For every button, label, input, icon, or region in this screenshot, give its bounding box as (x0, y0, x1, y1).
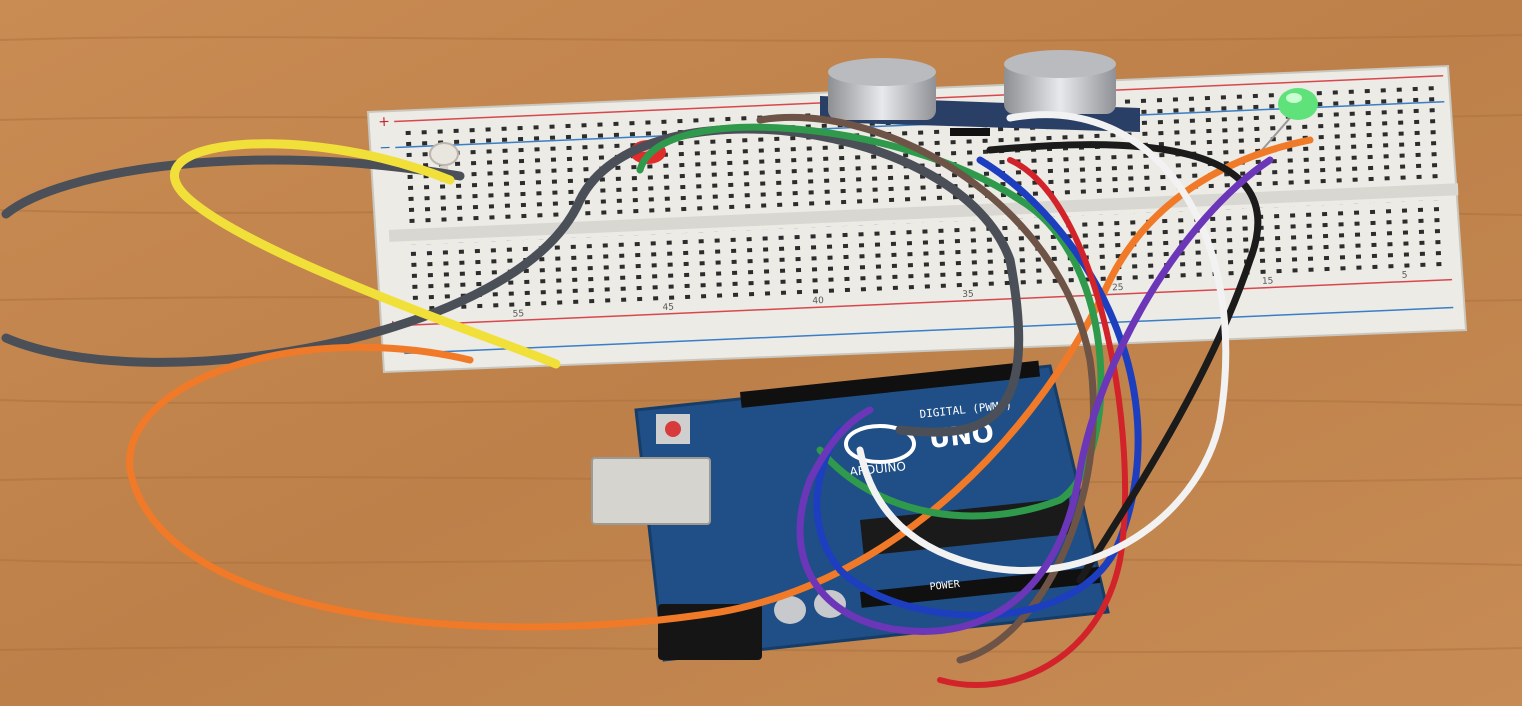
column-number: 55 (512, 309, 524, 319)
rail-minus-top: − (379, 140, 391, 156)
arduino-logo-icon (844, 424, 916, 464)
column-number: 15 (1262, 276, 1274, 286)
digital-header (740, 360, 1041, 408)
breadboard-hole-grid-bottom (401, 199, 1444, 316)
breadboard-center-channel (388, 183, 1459, 242)
usb-port (591, 457, 711, 525)
wire-yellow (170, 139, 561, 369)
column-number: 25 (1112, 283, 1124, 293)
column-number: 5 (1402, 271, 1408, 281)
column-number: 35 (962, 289, 974, 299)
wire-black (986, 141, 1262, 584)
wire-brown (756, 113, 1097, 664)
column-number: 40 (812, 296, 824, 307)
jumper-wires (1, 111, 1314, 688)
rail-plus-top: + (378, 114, 390, 130)
sensor-header-pins (950, 128, 990, 136)
rail-line-red-bottom (403, 278, 1453, 327)
reset-button-cap (665, 421, 681, 437)
sensor-transducer-left (828, 58, 936, 120)
rail-line-blue-bottom (404, 306, 1454, 355)
power-label: POWER (929, 579, 961, 593)
wire-white (856, 111, 1230, 574)
led-green (1261, 88, 1318, 151)
wire-orange (126, 136, 1314, 631)
capacitor-1 (774, 596, 806, 624)
sensor-transducer-right (1004, 50, 1116, 114)
wire-green (636, 123, 1105, 520)
wire-purple (796, 156, 1274, 635)
column-number: 45 (662, 303, 674, 313)
ultrasonic-sensor (820, 50, 1140, 136)
arduino-uno-board: UNO ARDUINO DIGITAL (PWM~) POWER (591, 360, 1110, 662)
wire-red (937, 157, 1129, 688)
